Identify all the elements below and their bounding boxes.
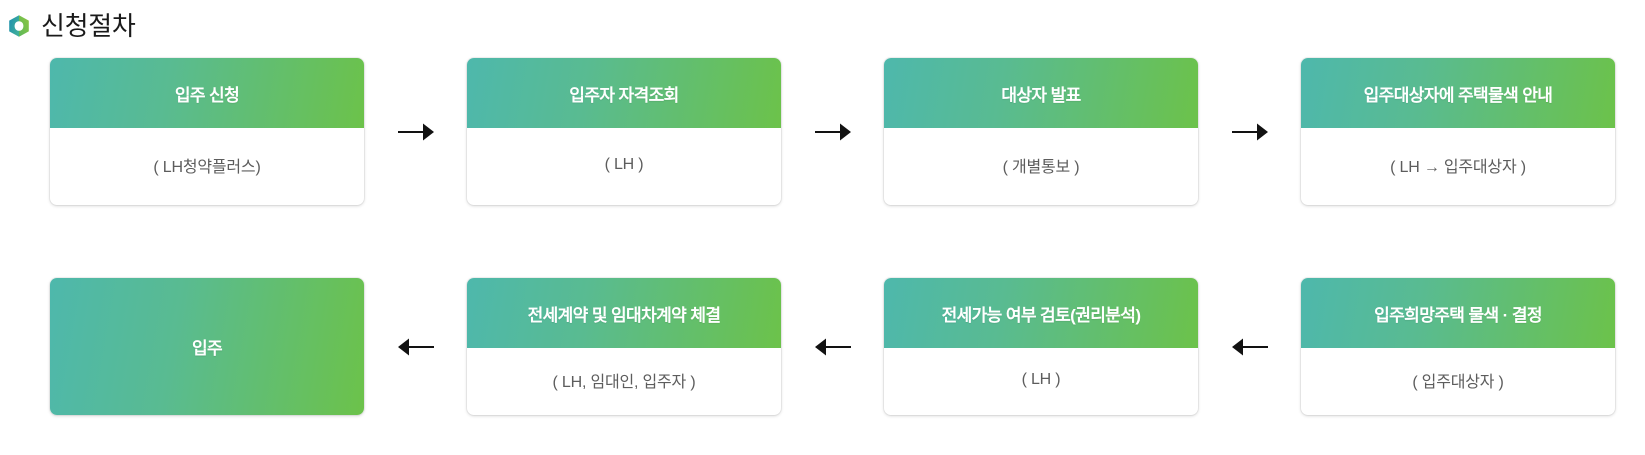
arrow-left-icon <box>1198 278 1301 415</box>
arrow-right-icon <box>781 58 884 205</box>
flow-step-subtitle: ( 개별통보 ) <box>1002 158 1080 176</box>
flow-step-card[interactable]: 전세가능 여부 검토(권리분석) ( LH ) <box>884 278 1198 415</box>
flow-step-subtitle: ( LH → 입주대상자 ) <box>1390 158 1526 176</box>
flow-step-title: 전세계약 및 임대차계약 체결 <box>467 278 781 348</box>
flow-step-subtitle: ( LH, 임대인, 입주자 ) <box>552 373 696 391</box>
flow-row-one: 입주 신청 ( LH청약플러스) 입주자 자격조회 ( LH ) 대상자 발표 … <box>0 58 1645 205</box>
process-flow-diagram: 입주 신청 ( LH청약플러스) 입주자 자격조회 ( LH ) 대상자 발표 … <box>0 58 1645 415</box>
flow-step-card[interactable]: 입주희망주택 물색 · 결정 ( 입주대상자 ) <box>1301 278 1615 415</box>
flow-step-card[interactable]: 입주자 자격조회 ( LH ) <box>467 58 781 205</box>
flow-step-card-final[interactable]: 입주 <box>50 278 364 415</box>
arrow-left-icon <box>364 278 467 415</box>
flow-step-title: 입주대상자에 주택물색 안내 <box>1301 58 1615 128</box>
flow-row-two: 입주 전세계약 및 임대차계약 체결 ( LH, 임대인, 입주자 ) 전세가능… <box>0 278 1645 415</box>
flow-step-subtitle: ( 입주대상자 ) <box>1412 373 1504 391</box>
page-title: 신청절차 <box>6 8 136 44</box>
flow-step-title: 전세가능 여부 검토(권리분석) <box>884 278 1198 348</box>
flow-step-title: 입주자 자격조회 <box>467 58 781 128</box>
flow-step-card[interactable]: 전세계약 및 임대차계약 체결 ( LH, 임대인, 입주자 ) <box>467 278 781 415</box>
hexagon-logo-icon <box>6 13 32 39</box>
flow-step-card[interactable]: 대상자 발표 ( 개별통보 ) <box>884 58 1198 205</box>
flow-step-card[interactable]: 입주대상자에 주택물색 안내 ( LH → 입주대상자 ) <box>1301 58 1615 205</box>
page-title-text: 신청절차 <box>41 11 136 41</box>
flow-step-title: 입주희망주택 물색 · 결정 <box>1301 278 1615 348</box>
flow-step-card[interactable]: 입주 신청 ( LH청약플러스) <box>50 58 364 205</box>
flow-step-subtitle: ( LH ) <box>1021 370 1061 388</box>
arrow-right-icon <box>364 58 467 205</box>
flow-step-subtitle: ( LH ) <box>604 155 644 173</box>
flow-step-subtitle: ( LH청약플러스) <box>153 158 261 176</box>
flow-step-title: 입주 신청 <box>50 58 364 128</box>
arrow-left-icon <box>781 278 884 415</box>
arrow-right-icon <box>1198 58 1301 205</box>
flow-step-title: 입주 <box>191 339 223 358</box>
flow-step-title: 대상자 발표 <box>884 58 1198 128</box>
